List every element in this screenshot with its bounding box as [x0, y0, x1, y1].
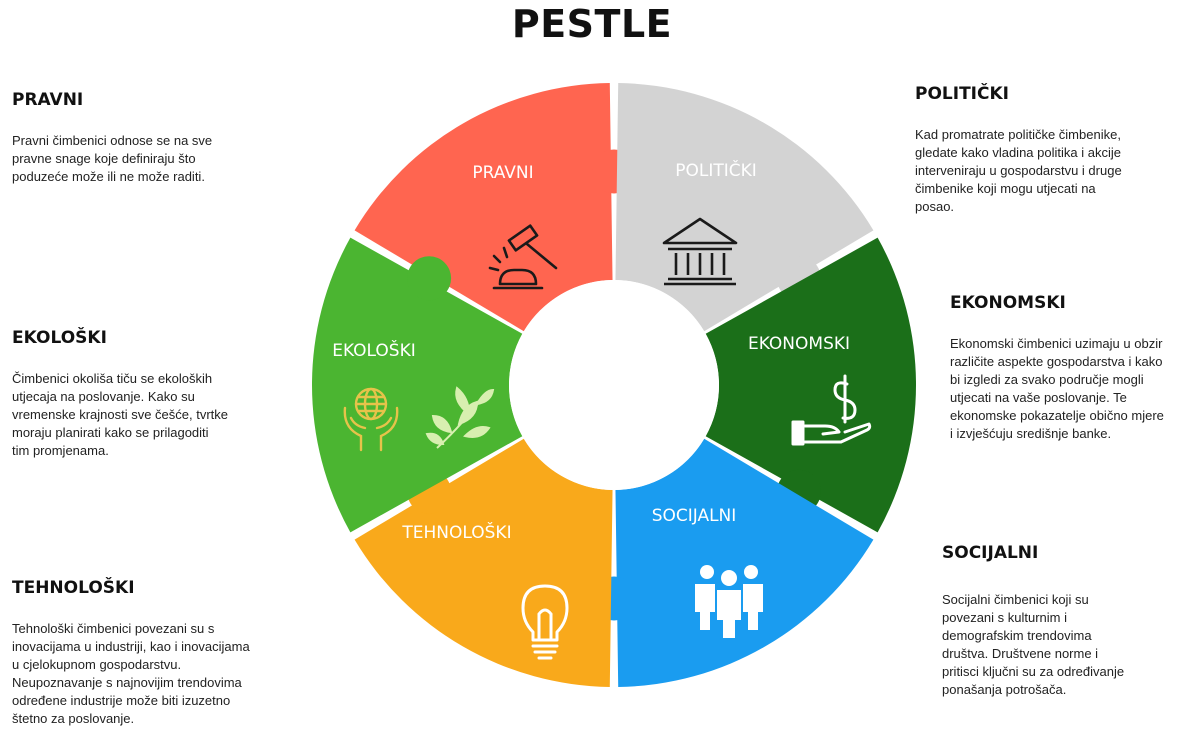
- description-ekonomski: EKONOMSKI Ekonomski čimbenici uzimaju u …: [950, 293, 1180, 443]
- description-pravni: PRAVNI Pravni čimbenici odnose se na sve…: [12, 90, 242, 186]
- description-tehnoloski: TEHNOLOŠKI Tehnološki čimbenici povezani…: [12, 578, 282, 728]
- text-tehnoloski: Tehnološki čimbenici povezani su s inova…: [12, 621, 250, 726]
- segment-politicki: [615, 83, 874, 332]
- lightbulb-icon: [521, 584, 569, 660]
- heading-tehnoloski: TEHNOLOŠKI: [12, 578, 135, 598]
- description-socijalni: SOCIJALNI Socijalni čimbenici koji su po…: [942, 543, 1167, 699]
- text-politicki: Kad promatrate političke čimbenike, gled…: [915, 127, 1122, 214]
- segment-pravni: [354, 83, 613, 332]
- text-socijalni: Socijalni čimbenici koji su povezani s k…: [942, 592, 1125, 697]
- segment-label-ekoloski: EKOLOŠKI: [332, 339, 416, 361]
- segment-socijalni: [615, 438, 874, 687]
- people-group-icon: [695, 565, 763, 638]
- gavel-icon: [488, 224, 558, 290]
- heading-ekonomski: EKONOMSKI: [950, 293, 1066, 313]
- description-politicki: POLITIČKI Kad promatrate političke čimbe…: [915, 84, 1170, 216]
- center-hole: [509, 280, 719, 490]
- segment-label-ekonomski: EKONOMSKI: [748, 334, 850, 354]
- description-ekoloski: EKOLOŠKI Čimbenici okoliša tiču se ekolo…: [12, 328, 272, 460]
- text-ekoloski: Čimbenici okoliša tiču se ekoloških utje…: [12, 371, 229, 458]
- government-building-icon: [662, 217, 738, 286]
- knob-ekoloski: [407, 256, 452, 301]
- segment-label-pravni: PRAVNI: [472, 163, 533, 183]
- text-ekonomski: Ekonomski čimbenici uzimaju u obzir razl…: [950, 336, 1164, 441]
- globe-hands-leaves-icon: [343, 386, 495, 452]
- heading-pravni: PRAVNI: [12, 90, 84, 110]
- page-title: PESTLE: [511, 2, 673, 46]
- text-pravni: Pravni čimbenici odnose se na sve pravne…: [12, 133, 213, 184]
- heading-politicki: POLITIČKI: [915, 84, 1009, 104]
- segment-label-socijalni: SOCIJALNI: [652, 506, 737, 526]
- segment-ekonomski: [705, 237, 916, 533]
- segment-label-tehnoloski: TEHNOLOŠKI: [401, 521, 511, 543]
- heading-socijalni: SOCIJALNI: [942, 543, 1039, 563]
- segment-tehnoloski: [354, 438, 613, 687]
- segment-label-politicki: POLITIČKI: [675, 159, 757, 181]
- hand-dollar-icon: [791, 374, 872, 446]
- heading-ekoloski: EKOLOŠKI: [12, 328, 107, 348]
- segment-ekoloski: [312, 237, 523, 533]
